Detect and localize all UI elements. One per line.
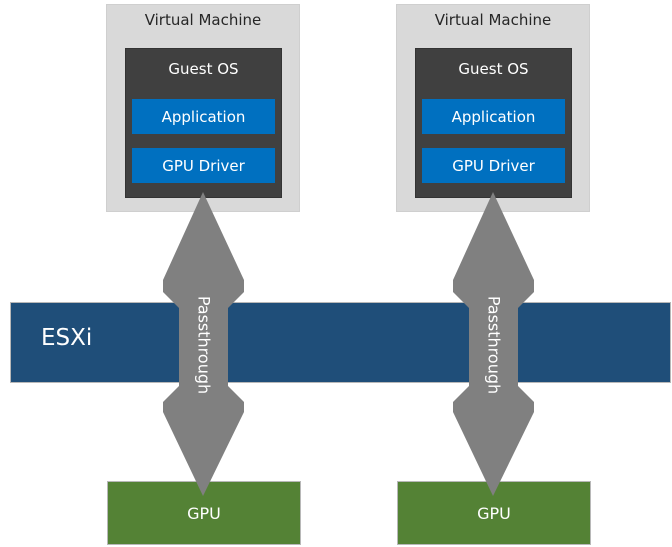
- gpu-label: GPU: [187, 503, 221, 523]
- application-block: Application: [132, 99, 275, 134]
- guest-os-box: Guest OS Application GPU Driver: [415, 48, 572, 198]
- vm-title: Virtual Machine: [144, 11, 262, 29]
- gpu-driver-block: GPU Driver: [132, 148, 275, 183]
- gpu-label: GPU: [477, 503, 511, 523]
- guest-os-label: Guest OS: [168, 60, 239, 78]
- virtual-machine-2: Virtual Machine Guest OS Application GPU…: [396, 4, 590, 212]
- gpu-box-2: GPU: [397, 481, 591, 545]
- gpu-box-1: GPU: [107, 481, 301, 545]
- application-block: Application: [422, 99, 565, 134]
- virtual-machine-1: Virtual Machine Guest OS Application GPU…: [106, 4, 300, 212]
- vm-title: Virtual Machine: [434, 11, 552, 29]
- esxi-hypervisor-bar: ESXi: [10, 302, 671, 383]
- gpu-driver-block: GPU Driver: [422, 148, 565, 183]
- guest-os-box: Guest OS Application GPU Driver: [125, 48, 282, 198]
- passthrough-label: Passthrough: [194, 295, 214, 395]
- passthrough-label: Passthrough: [484, 295, 504, 395]
- esxi-label: ESXi: [41, 325, 93, 351]
- guest-os-label: Guest OS: [458, 60, 529, 78]
